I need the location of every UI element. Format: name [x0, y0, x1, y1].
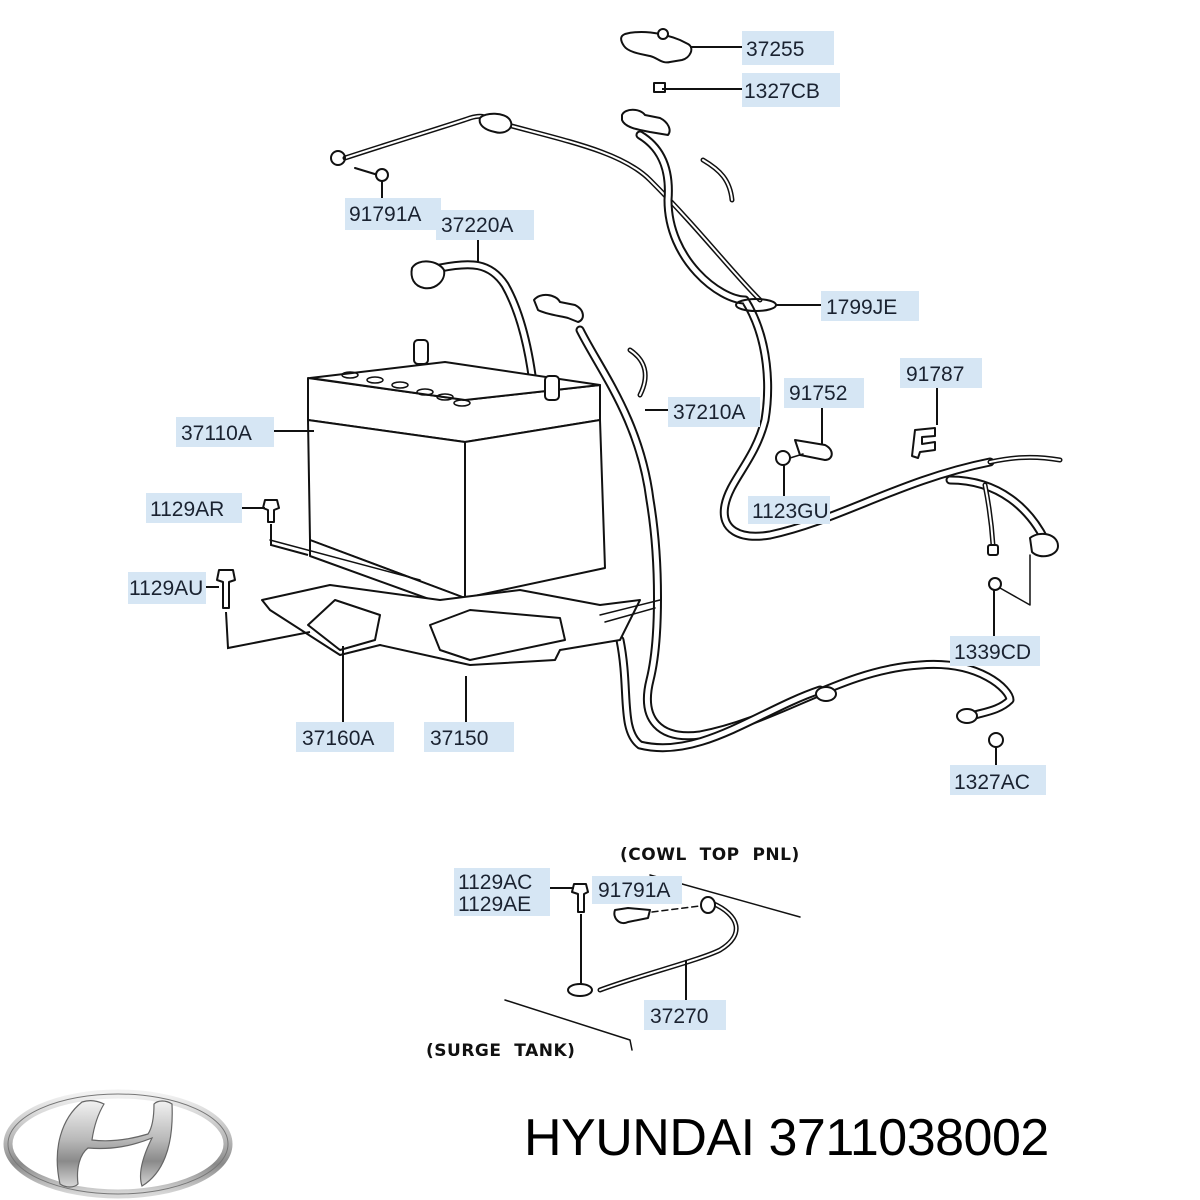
bracket-37160A [307, 599, 381, 651]
callout-37210A[interactable]: 37210A [668, 397, 760, 427]
cable-37220A [435, 260, 540, 405]
clip-1799JE [735, 298, 777, 312]
battery-clamp-positive [533, 294, 584, 323]
svg-text:91791A: 91791A [349, 203, 421, 226]
svg-text:1123GU: 1123GU [752, 500, 829, 523]
svg-text:37160A: 37160A [302, 727, 374, 750]
svg-text:1129AE: 1129AE [458, 893, 531, 916]
nut-1339CD [988, 577, 1002, 591]
terminal-cap-37255 [620, 31, 693, 64]
svg-text:1799JE: 1799JE [826, 296, 897, 319]
nut-1327CB [653, 82, 666, 93]
callout-37110A[interactable]: 37110A [176, 417, 274, 447]
cap-knob [657, 28, 669, 40]
surge-tank-line [504, 999, 633, 1051]
sensor-wire [700, 157, 735, 203]
callout-91752[interactable]: 91752 [784, 378, 864, 408]
callout-1129AC-1129AE[interactable]: 1129AC 1129AE [454, 868, 550, 916]
battery-clamp-37220A [410, 260, 446, 290]
terminal-clamp-top [621, 108, 671, 136]
bolt-1123GU [775, 450, 791, 466]
svg-text:37270: 37270 [650, 1005, 708, 1028]
bracket-91752 [794, 439, 833, 461]
cable-37210A [635, 130, 995, 541]
ring-terminal-lower-b [956, 708, 978, 724]
ring-terminal-cowl [700, 896, 716, 914]
battery-tray-37150 [261, 539, 661, 666]
svg-text:1327CB: 1327CB [744, 80, 820, 103]
note-surge-tank: (SURGE TANK) [426, 1041, 575, 1061]
ring-terminal-lower-a [815, 686, 837, 702]
callout-37220A[interactable]: 37220A [436, 210, 534, 240]
leader-lines [205, 46, 997, 1003]
note-cowl-top-panel: (COWL TOP PNL) [620, 845, 800, 865]
bolt-1129AU [216, 569, 236, 609]
callout-37160A[interactable]: 37160A [296, 722, 394, 752]
svg-text:37255: 37255 [746, 38, 804, 61]
svg-text:91787: 91787 [906, 363, 964, 386]
harness-right [945, 454, 1063, 548]
callout-37150[interactable]: 37150 [424, 722, 514, 752]
callout-91791A-bottom[interactable]: 91791A [592, 876, 682, 904]
terminal-37220A-top [478, 112, 513, 134]
ring-terminal-top [330, 150, 346, 166]
callout-37270[interactable]: 37270 [644, 1000, 726, 1030]
product-title: HYUNDAI 3711038002 [524, 1109, 1049, 1167]
callout-1123GU[interactable]: 1123GU [748, 496, 830, 524]
hyundai-logo-icon [3, 1089, 233, 1199]
svg-text:37150: 37150 [430, 727, 488, 750]
ring-terminal-surge [567, 983, 593, 997]
callout-91791A-top[interactable]: 91791A [345, 198, 441, 230]
bolt-1129AC [571, 883, 589, 913]
ground-strap-37270 [504, 874, 801, 1051]
callout-1129AU[interactable]: 1129AU [128, 572, 206, 604]
callout-37255[interactable]: 37255 [742, 31, 834, 65]
battery-terminal-negative [413, 339, 429, 365]
cable-positive-lower [575, 325, 1015, 753]
svg-text:1129AU: 1129AU [129, 577, 203, 600]
bolt-91791A-top [375, 168, 389, 182]
svg-text:91752: 91752 [789, 382, 847, 405]
svg-text:1327AC: 1327AC [954, 771, 1030, 794]
callout-91787[interactable]: 91787 [900, 358, 982, 388]
svg-text:37220A: 37220A [441, 214, 513, 237]
svg-text:1339CD: 1339CD [954, 641, 1031, 664]
battery-terminal-positive [544, 375, 560, 401]
clip-91787 [911, 427, 936, 459]
wire-end-right [987, 544, 999, 556]
bolt-1129AR [262, 499, 280, 523]
battery-37110A [307, 339, 606, 613]
svg-text:1129AC: 1129AC [458, 871, 532, 894]
nut-1327AC [988, 732, 1004, 748]
callout-1327CB[interactable]: 1327CB [742, 73, 840, 107]
svg-text:91791A: 91791A [598, 879, 670, 902]
callout-1129AR[interactable]: 1129AR [146, 493, 242, 523]
ground-wire-top [342, 113, 763, 303]
callout-1799JE[interactable]: 1799JE [821, 291, 919, 321]
bolt-91791A-bottom [613, 907, 651, 924]
svg-text:1129AR: 1129AR [150, 498, 224, 521]
ring-terminal-right [1029, 532, 1059, 558]
svg-text:37210A: 37210A [673, 401, 745, 424]
callout-1339CD[interactable]: 1339CD [950, 636, 1040, 666]
svg-text:37110A: 37110A [181, 422, 252, 445]
callout-1327AC[interactable]: 1327AC [950, 765, 1046, 795]
